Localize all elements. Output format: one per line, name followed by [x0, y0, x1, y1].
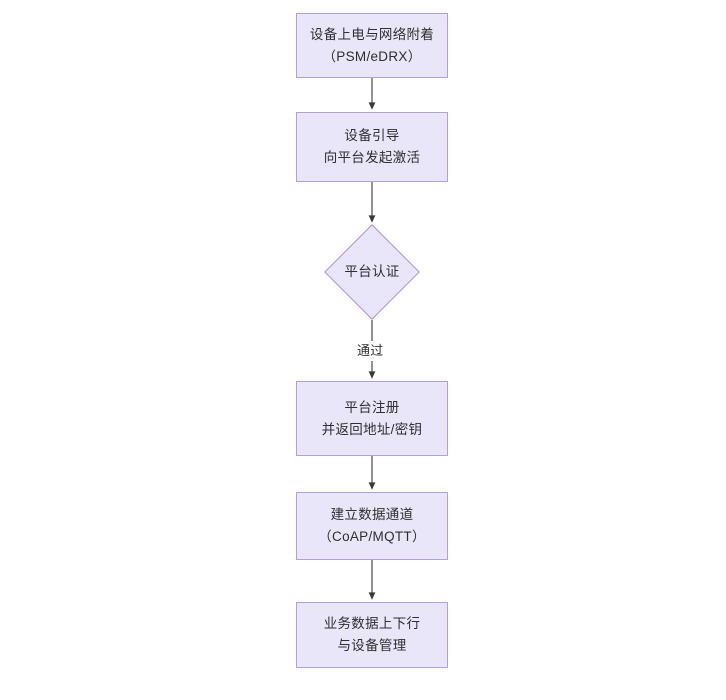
node-data-channel[interactable]: 建立数据通道 （CoAP/MQTT）	[296, 492, 448, 560]
node-bootstrap[interactable]: 设备引导 向平台发起激活	[296, 112, 448, 182]
node-business-data-line1: 业务数据上下行	[323, 616, 421, 631]
node-platform-register-line2: 并返回地址/密钥	[321, 421, 423, 437]
node-business-data[interactable]: 业务数据上下行 与设备管理	[296, 602, 448, 668]
node-bootstrap-line1: 设备引导	[344, 128, 400, 143]
node-data-channel-line1: 建立数据通道	[330, 507, 414, 522]
node-power-on-line1: 设备上电与网络附着	[309, 26, 435, 42]
node-data-channel-line2: （CoAP/MQTT）	[318, 529, 426, 544]
node-power-on-line2: （PSM/eDRX）	[322, 48, 422, 64]
node-platform-register-line1: 平台注册	[344, 399, 400, 415]
diamond-shape	[324, 224, 420, 320]
node-business-data-line2: 与设备管理	[337, 638, 407, 653]
node-bootstrap-line2: 向平台发起激活	[323, 150, 421, 165]
node-platform-register[interactable]: 平台注册 并返回地址/密钥	[296, 381, 448, 456]
node-platform-auth-label: 平台认证	[344, 264, 400, 279]
edge-label-pass: 通过	[354, 341, 387, 361]
node-power-on[interactable]: 设备上电与网络附着 （PSM/eDRX）	[296, 13, 448, 78]
node-platform-auth[interactable]: 平台认证	[324, 224, 420, 320]
